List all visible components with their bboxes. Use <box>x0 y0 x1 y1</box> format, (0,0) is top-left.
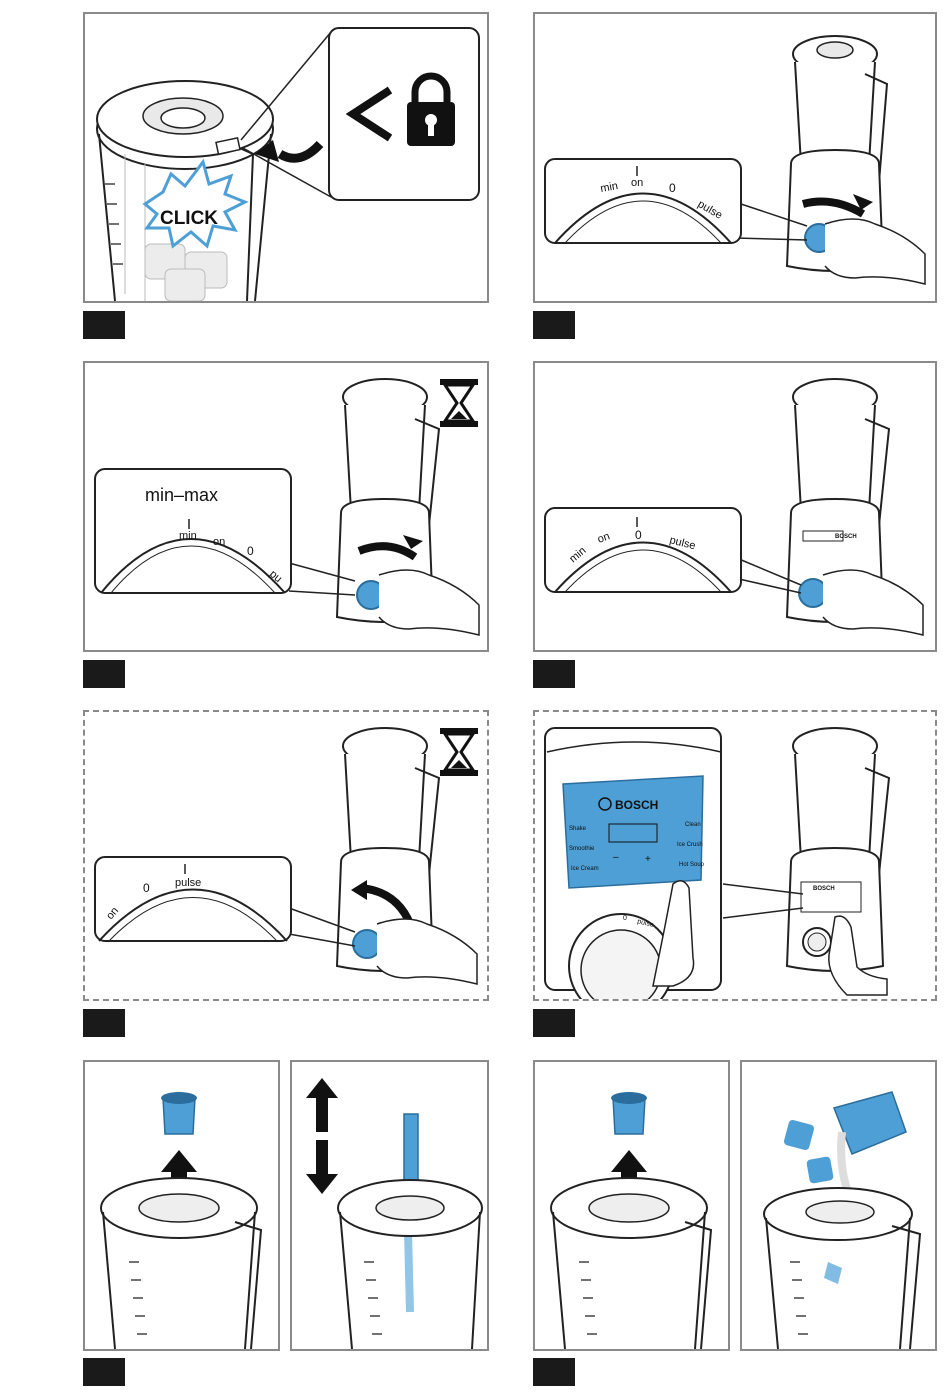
step-8b-panel <box>740 1060 937 1351</box>
step-7a-illustration <box>85 1062 278 1349</box>
step-1-panel: CLICK <box>83 12 489 303</box>
program-ice-cream: Ice Cream <box>571 866 599 872</box>
step-5-number-badge <box>83 1009 125 1037</box>
step-3-number-badge <box>83 660 125 688</box>
step-6-panel: BOSCH BOSCH Shake Smoothie Ice Cream Cle… <box>533 710 937 1001</box>
step-4-illustration: BOSCH min on 0 pulse <box>535 363 935 650</box>
dial-label-zero: 0 <box>669 181 676 195</box>
dial-label-on: on <box>631 177 643 189</box>
lock-icon <box>401 68 461 148</box>
hourglass-icon <box>440 379 478 427</box>
step-4-panel: BOSCH min on 0 pulse <box>533 361 937 652</box>
brand-small: BOSCH <box>835 534 857 540</box>
step-8b-illustration <box>742 1062 935 1349</box>
step-1-illustration: CLICK <box>85 14 487 301</box>
dial-label-zero: 0 <box>623 915 627 922</box>
step-2-number-badge <box>533 311 575 339</box>
dial-label-min: min <box>179 530 197 542</box>
step-6-illustration: BOSCH BOSCH Shake Smoothie Ice Cream Cle… <box>535 712 935 999</box>
step-7b-panel <box>290 1060 489 1351</box>
step-1-number-badge <box>83 311 125 339</box>
dial-label-zero: 0 <box>635 528 642 542</box>
brand-logo: BOSCH <box>615 798 658 812</box>
step-4-number-badge <box>533 660 575 688</box>
step-8a-panel <box>533 1060 730 1351</box>
click-text: CLICK <box>160 208 218 229</box>
brand-tiny: BOSCH <box>813 886 835 892</box>
program-shake: Shake <box>569 826 587 832</box>
program-clean: Clean <box>685 822 701 828</box>
step-5-illustration: on 0 pulse <box>85 712 487 999</box>
step-8-number-badge <box>533 1358 575 1386</box>
step-2-panel: min on 0 pulse <box>533 12 937 303</box>
program-smoothie: Smoothie <box>569 846 595 852</box>
step-2-illustration: min on 0 pulse <box>535 14 935 301</box>
step-8a-illustration <box>535 1062 728 1349</box>
step-3-illustration: min–max min on 0 pu <box>85 363 487 650</box>
range-label: min–max <box>145 485 218 505</box>
step-7-number-badge <box>83 1358 125 1386</box>
step-7a-panel <box>83 1060 280 1351</box>
program-hot-soup: Hot Soup <box>679 862 705 868</box>
dial-label-zero: 0 <box>143 881 150 895</box>
dial-label-zero: 0 <box>247 544 254 558</box>
click-burst <box>145 162 245 246</box>
minus-sign: – <box>613 852 619 863</box>
program-ice-crush: Ice Crush <box>677 842 703 848</box>
dial-label-pulse: pulse <box>175 877 201 889</box>
plus-sign: + <box>645 854 651 865</box>
dial-label-on: on <box>213 536 225 548</box>
step-3-panel: min–max min on 0 pu <box>83 361 489 652</box>
hourglass-icon <box>440 728 478 776</box>
step-7b-illustration <box>292 1062 487 1349</box>
step-6-number-badge <box>533 1009 575 1037</box>
step-5-panel: on 0 pulse <box>83 710 489 1001</box>
